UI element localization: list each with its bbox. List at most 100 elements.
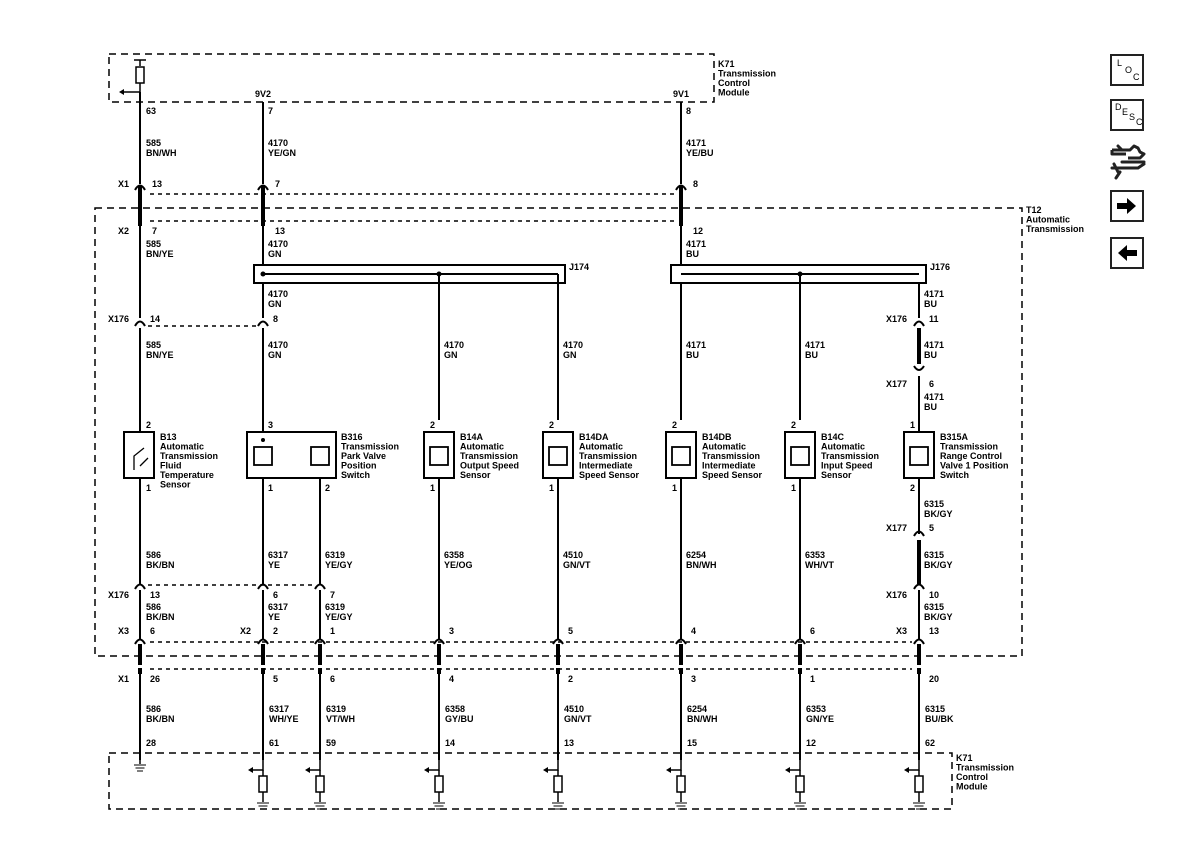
supply-9v1: 9V1 [673,89,689,99]
wire-x176b-circuit: 586 [146,602,161,612]
desc-button[interactable]: D E S C [1110,99,1144,131]
x1-top-1-cap [257,184,269,191]
b14db-id: B14DB [702,432,732,442]
x176-bot-3 [913,583,925,590]
wire-bottom-color: WH/YE [269,714,299,724]
b14db-coil [671,446,691,466]
b14a-id: B14A [460,432,484,442]
b14db-pin: 2 [672,420,677,430]
b14da-desc: Speed Sensor [579,470,640,480]
module-top-desc: Transmission [718,69,776,79]
wire-in-circuit: 4171 [924,340,944,350]
module-input-3-resistor [434,775,444,793]
b14c-desc: Sensor [821,470,852,480]
x176-top-pin: 14 [150,314,160,324]
previous-button[interactable] [1110,237,1144,269]
x177-top-pin: 6 [929,379,934,389]
module-input-4-arrow [548,760,559,771]
loc-icon-o: O [1125,65,1133,75]
wire-top-color: YE/GN [268,148,296,158]
x2-bot-label: X2 [240,626,251,636]
x1-bot-label: X1 [118,674,129,684]
module-input-1-arrowhead [248,767,253,773]
wire-bottom-color: BN/WH [687,714,718,724]
pin-63: 63 [146,106,156,116]
next-button[interactable] [1110,190,1144,222]
splice-out-circuit: 4171 [924,289,944,299]
x1-bot-pin: 26 [150,674,160,684]
transmission-desc: Automatic [1026,215,1070,225]
x176-top-label: X176 [108,314,129,324]
b316-pin: 3 [268,420,273,430]
b14c-desc: Transmission [821,451,879,461]
b315-wire-color: BK/GY [924,509,953,519]
wire-out-circuit: 6315 [924,550,944,560]
desc-icon-s: S [1129,112,1136,122]
loc-icon-c: C [1133,72,1140,82]
b14a-desc: Sensor [460,470,491,480]
x1-bot-pin: 3 [691,674,696,684]
wire-out-color: GN/VT [563,560,591,570]
module-bottom-name: K71 [956,753,973,763]
module-input-6-resistor [795,775,805,793]
b14a-coil [429,446,449,466]
x176-bot-0 [134,583,146,590]
module-input-2-resistor [315,775,325,793]
b315a-desc: Transmission [940,442,998,452]
b315-wire-circuit: 6315 [924,499,944,509]
x1-bot-pin: 5 [273,674,278,684]
module-input-1-arrow [253,760,264,771]
b14c-desc: Input Speed [821,461,873,471]
supply-9v2: 9V2 [255,89,271,99]
b14da-pin: 1 [549,483,554,493]
wire-in-circuit: 585 [146,340,161,350]
x3-right-label: X3 [896,626,907,636]
b316-dot [261,438,265,442]
x176-top-pin: 8 [273,314,278,324]
b316-pin: 1 [268,483,273,493]
desc-icon-d: D [1115,102,1122,112]
b14c-pin: 2 [791,420,796,430]
wire-top-circuit: 4171 [686,138,706,148]
module-top-desc: Control [718,78,750,88]
b14da-body [542,431,574,479]
x2-bot-pin: 6 [810,626,815,636]
wire-top-color: BN/WH [146,148,177,158]
module-input-7-arrowhead [904,767,909,773]
wire-bottom-color: BK/BN [146,714,175,724]
b316-a-coil [253,446,273,466]
wire-x176b-color: YE [268,612,280,622]
module-input-1-resistor [258,775,268,793]
x176-bot-2 [314,583,326,590]
b14c-body [784,431,816,479]
x2-bot-pin: 2 [273,626,278,636]
b13-id: B13 [160,432,177,442]
wire-out-color: BK/GY [924,560,953,570]
wrench-hand-button[interactable] [1108,142,1148,182]
module-bottom-pin: 14 [445,738,455,748]
module-input-7-resistor [914,775,924,793]
b315a-desc: Switch [940,470,969,480]
wire-bottom-color: GY/BU [445,714,474,724]
pin-8: 8 [686,106,691,116]
b14db-desc: Speed Sensor [702,470,763,480]
wire-x2-circuit: 4170 [268,239,288,249]
wire-top-color: YE/BU [686,148,714,158]
loc-button[interactable]: L O C [1110,54,1144,86]
b13-desc: Temperature [160,470,214,480]
wire-out-circuit: 6358 [444,550,464,560]
wire-in-color: BN/YE [146,350,174,360]
splice-j176-dot [797,271,803,277]
x176-top-col0 [134,320,146,327]
b13-desc: Automatic [160,442,204,452]
b315a-desc: Valve 1 Position [940,461,1009,471]
wire-in-circuit: 4171 [805,340,825,350]
wire-bottom-circuit: 6315 [925,704,945,714]
x177-wire-color: BU [924,402,937,412]
b316-id: B316 [341,432,363,442]
x-bot-cap-0 [134,638,146,645]
x3-right-pin: 13 [929,626,939,636]
b14db-desc: Automatic [702,442,746,452]
x1-bot-pin: 20 [929,674,939,684]
splice-out-color: BU [924,299,937,309]
